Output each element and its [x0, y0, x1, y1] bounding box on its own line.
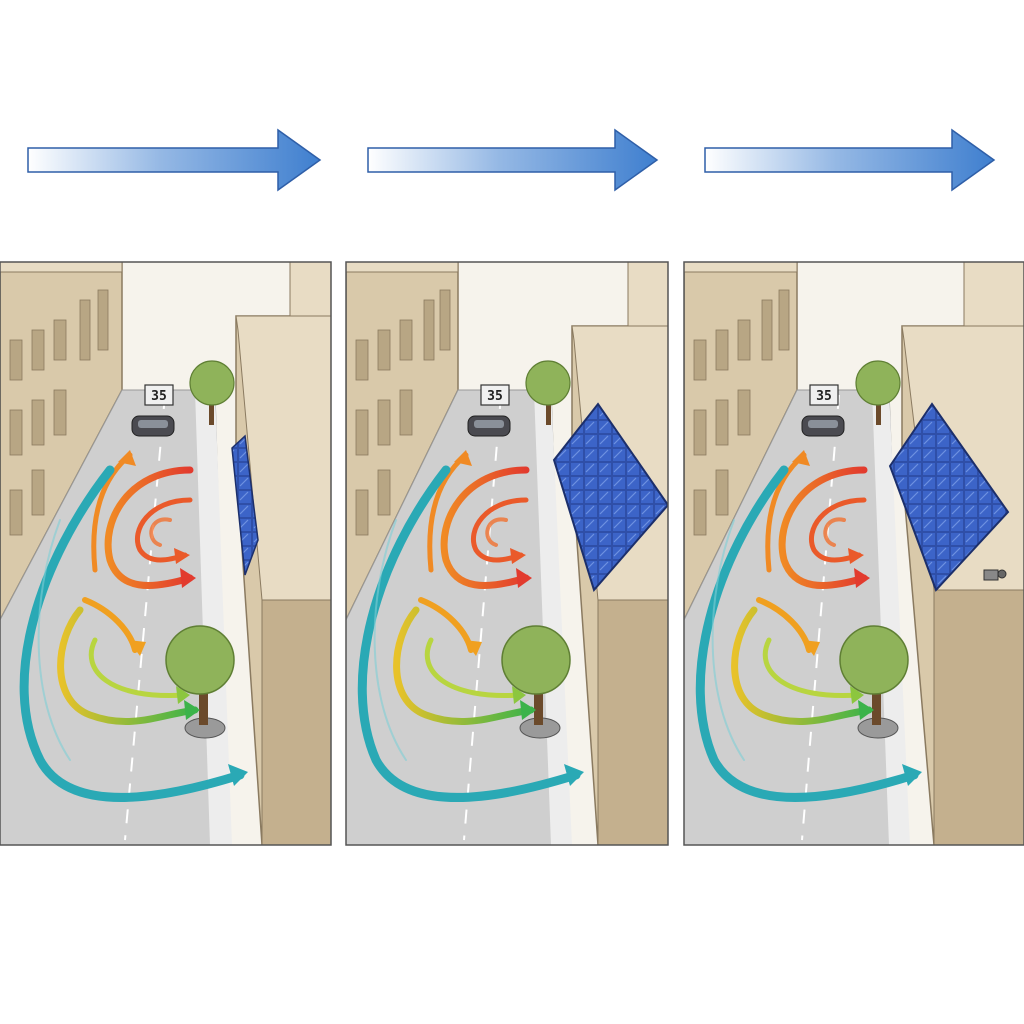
car [131, 415, 175, 437]
tree-near [839, 625, 909, 739]
solar-panel [231, 434, 259, 576]
airflow-arrowheads [454, 450, 584, 786]
svg-text:35: 35 [151, 389, 167, 404]
airflow-vortices [357, 452, 581, 802]
tree-far [525, 360, 571, 425]
car [467, 415, 511, 437]
tree-near [165, 625, 235, 739]
wind-arrow-1 [27, 128, 322, 192]
wind-arrows [27, 128, 996, 192]
speed-sign: 35 [809, 384, 839, 406]
wind-arrow-2 [367, 128, 659, 192]
airflow-arrowheads [792, 450, 922, 786]
tree-far [855, 360, 901, 425]
panel-3: 35 [683, 261, 1024, 846]
wind-arrow-3 [704, 128, 996, 192]
speed-sign: 35 [144, 384, 174, 406]
speed-sign: 35 [480, 384, 510, 406]
svg-text:35: 35 [487, 389, 503, 404]
car [801, 415, 845, 437]
tree-near [501, 625, 571, 739]
airflow-vortices [695, 452, 919, 802]
rooftop-fixture [983, 569, 1007, 581]
svg-text:35: 35 [816, 389, 832, 404]
solar-panel [552, 402, 668, 593]
solar-panel [888, 402, 1010, 592]
panel-2: 35 [345, 261, 669, 846]
airflow-arrowheads [118, 450, 248, 786]
tree-far [189, 360, 235, 425]
sidewalk [872, 390, 910, 845]
panel-1: 35 [0, 261, 332, 846]
sidewalk [534, 390, 572, 845]
